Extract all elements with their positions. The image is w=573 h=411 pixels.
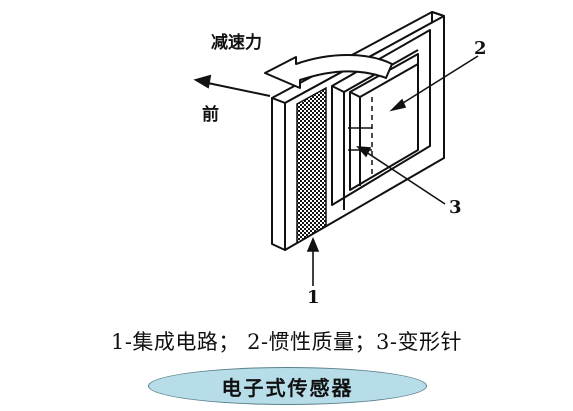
part-3-label: 3 (449, 197, 462, 218)
diagram-title: 电子式传感器 (221, 375, 354, 400)
forward-label: 前 (202, 104, 219, 125)
title-badge: 电子式传感器 (148, 367, 427, 405)
deceleration-force-label: 减速力 (211, 32, 262, 53)
leader-lines (306, 55, 479, 286)
integrated-circuit (296, 86, 327, 245)
parts-legend-caption: 1-集成电路； 2-惯性质量；3-变形针 (110, 330, 463, 354)
part-2-label: 2 (474, 38, 487, 59)
forward-arrow (193, 74, 271, 97)
part-1-label: 1 (307, 287, 320, 308)
deceleration-arrow (264, 54, 393, 89)
